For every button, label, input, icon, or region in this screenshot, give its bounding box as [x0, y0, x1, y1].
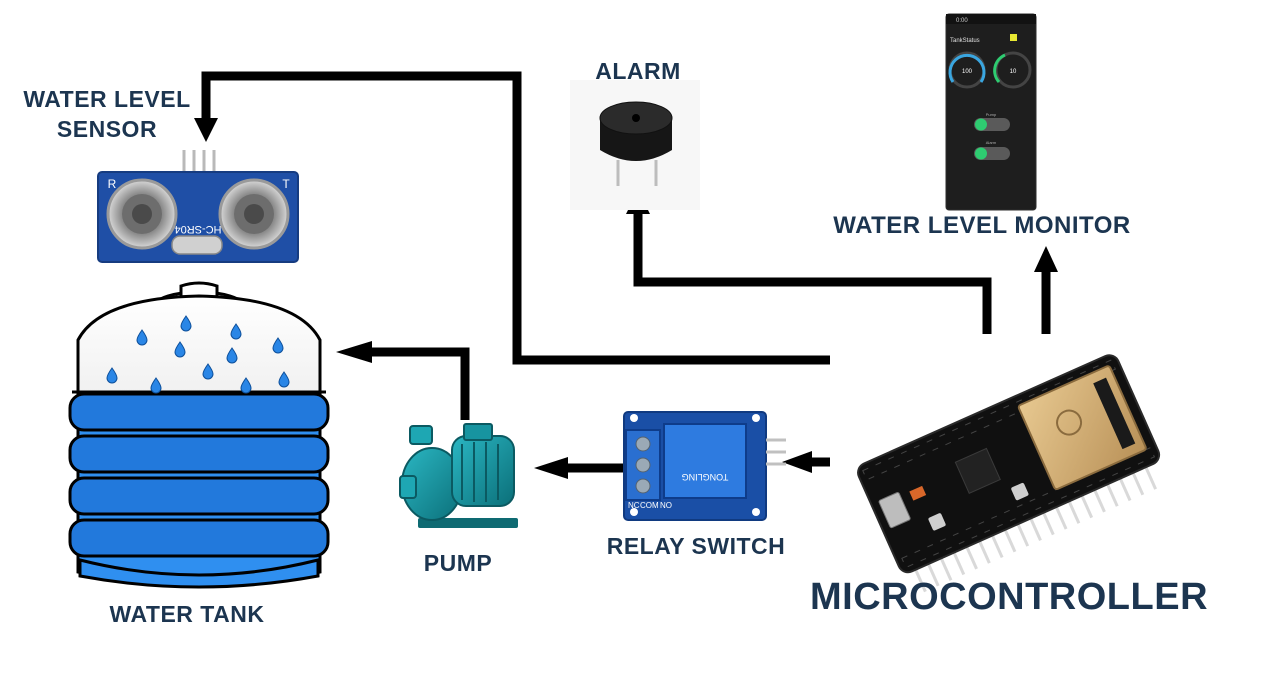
pump [399, 423, 518, 528]
phone-time: 0:00 [956, 18, 968, 24]
water-tank [68, 281, 330, 589]
relay-pin-com: COM [640, 501, 659, 510]
arrow-heads [194, 118, 1058, 479]
phone-title: TankStatus [950, 38, 980, 44]
water-drop-icon [136, 329, 148, 346]
relay-cube [663, 423, 747, 499]
ultrasonic-sensor: HC-SR04 R T [97, 150, 299, 263]
sensor-mark-r: R [108, 177, 117, 191]
toggle-label-alarm: Alarm [986, 140, 997, 145]
sensor-crystal [171, 235, 223, 255]
arrow-head-icon [534, 457, 568, 479]
arrow-head-icon [336, 341, 372, 363]
label-water-tank: WATER TANK [109, 601, 265, 627]
label-water-level-monitor: WATER LEVEL MONITOR [833, 212, 1131, 239]
arrow-head-icon [194, 118, 218, 142]
label-microcontroller: MICROCONTROLLER [810, 576, 1209, 618]
alarm-buzzer [570, 80, 700, 210]
water-drop-icon [278, 371, 290, 388]
water-drop-icon [240, 377, 252, 394]
water-drop-icon [150, 377, 162, 394]
arrow-mcu-to-sensor [201, 71, 830, 365]
water-drop-icon [226, 347, 238, 364]
relay-text: TONGLING [682, 472, 729, 482]
relay-pin-nc: NC [628, 501, 640, 510]
arrow-head-icon [782, 451, 812, 473]
gauge-left-value: 100 [962, 69, 973, 75]
arrow-mcu-to-alarm [633, 210, 992, 334]
phone-monitor: 0:00 TankStatus 100 10 Pump Alarm [945, 13, 1037, 211]
gauge-right-value: 10 [1010, 69, 1017, 75]
arrow-head-icon [1034, 246, 1058, 272]
water-drop-icon [202, 363, 214, 380]
relay-pin-no: NO [660, 501, 672, 510]
relay-module: TONGLING NC COM NO [623, 411, 786, 521]
water-drop-icon [230, 323, 242, 340]
microcontroller-board [857, 354, 1161, 593]
tank-dome [76, 294, 322, 394]
arrow-pump-to-tank [370, 347, 470, 420]
water-drop-icon [106, 367, 118, 384]
connection-arrows [201, 71, 1051, 473]
sensor-mark-t: T [282, 177, 290, 191]
label-pump: PUMP [423, 550, 493, 576]
label-sensor-line2: SENSOR [56, 115, 158, 142]
toggle-label-pump: Pump [986, 112, 997, 117]
water-drop-icon [174, 341, 186, 358]
water-drop-icon [272, 337, 284, 354]
water-drop-icon [180, 315, 192, 332]
label-water-level-sensor: WATER LEVEL SENSOR [14, 86, 200, 143]
label-relay-switch: RELAY SWITCH [606, 533, 786, 559]
label-alarm: ALARM [595, 58, 681, 84]
label-sensor-line1: WATER LEVEL [23, 86, 191, 112]
sensor-model-text: HC-SR04 [174, 223, 221, 235]
